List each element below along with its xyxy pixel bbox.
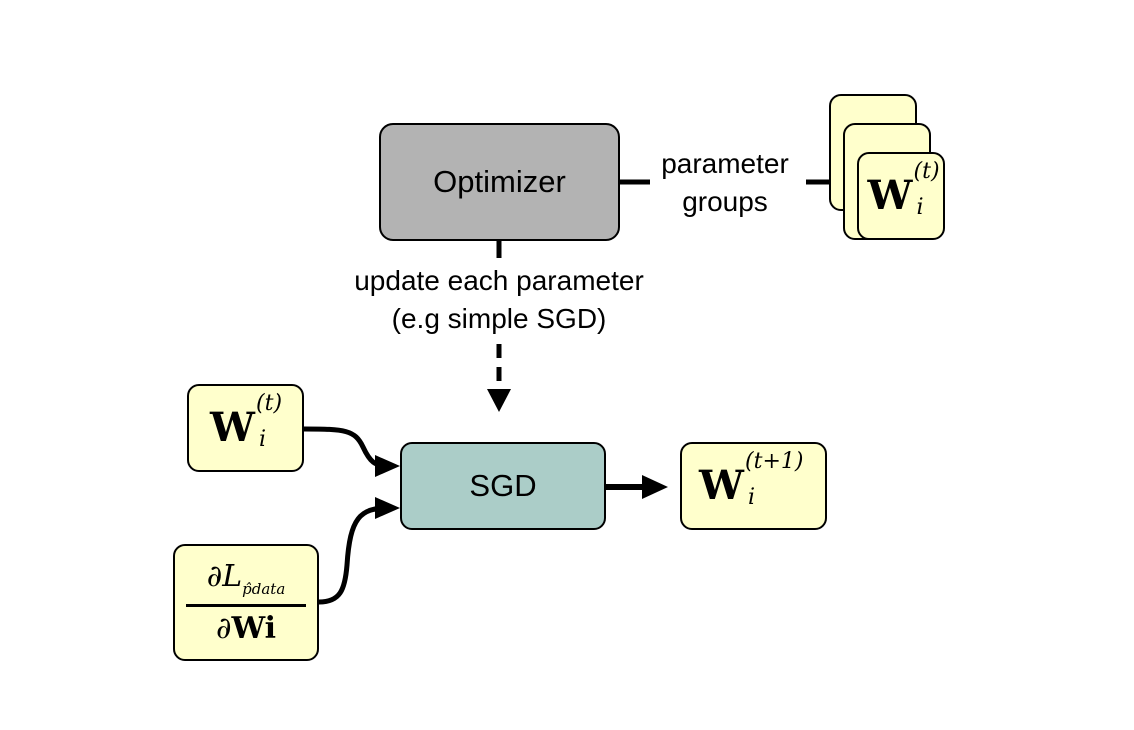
update-label-line2: (e.g simple SGD) (391, 303, 607, 334)
update-label: update each parameter (e.g simple SGD) (300, 262, 698, 338)
gradient-denominator-partial: ∂ (215, 610, 232, 646)
gradient-denominator-weight: Wi (231, 610, 277, 646)
param-group-weight-subscript: i (916, 195, 924, 220)
gradient-connector (318, 505, 389, 605)
optimizer-label: Optimizer (433, 164, 566, 199)
weights-output-superscript: (t+1) (745, 449, 804, 474)
sgd-node: SGD (400, 442, 606, 530)
param-groups-label-line1: parameter (661, 148, 789, 179)
weights-output-W: W (699, 462, 744, 509)
gradient-node: ∂Lp̂data ∂Wi (173, 544, 319, 661)
param-group-weight-W: W (867, 172, 913, 219)
gradient-denominator: ∂Wi (216, 607, 276, 646)
fraction-bar (186, 604, 306, 607)
weights-output-symbol: W(t+1) i (699, 451, 803, 509)
weights-output-node: W(t+1) i (680, 442, 827, 530)
update-arrowhead (487, 389, 511, 412)
weights-output-subscript: i (748, 485, 756, 510)
sgd-output-arrowhead (642, 475, 668, 499)
sgd-label: SGD (469, 468, 537, 503)
optimizer-node: Optimizer (379, 123, 620, 241)
weights-input-W: W (210, 404, 255, 451)
param-group-weight-symbol: W(t) i (868, 161, 940, 219)
weights-in-arrowhead (375, 455, 400, 477)
update-label-line1: update each parameter (354, 265, 644, 296)
param-groups-label: parameter groups (645, 145, 805, 221)
gradient-numerator-subscript: p̂data (242, 580, 286, 599)
param-group-weight-superscript: (t) (913, 159, 940, 184)
weights-input-symbol: W(t) i (210, 393, 282, 451)
gradient-arrowhead (375, 497, 400, 519)
weights-input-superscript: (t) (256, 391, 283, 416)
weights-input-subscript: i (259, 427, 267, 452)
weights-input-node: W(t) i (187, 384, 304, 472)
param-group-card-front: W(t) i (857, 152, 945, 240)
gradient-numerator: ∂Lp̂data (207, 559, 286, 604)
gradient-fraction: ∂Lp̂data ∂Wi (186, 559, 306, 646)
param-groups-label-line2: groups (682, 186, 768, 217)
gradient-numerator-symbol: ∂L (206, 559, 243, 595)
